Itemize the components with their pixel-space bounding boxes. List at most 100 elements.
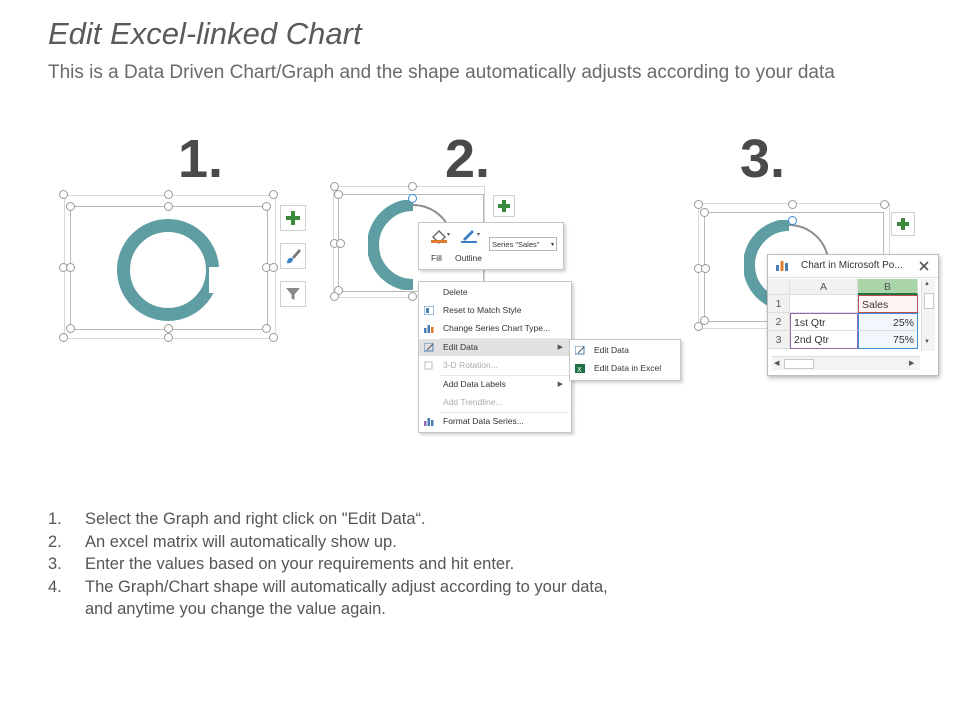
resize-handle[interactable] [700, 208, 709, 217]
resize-handle[interactable] [66, 202, 75, 211]
chart-elements-button[interactable] [280, 205, 306, 231]
scroll-up-icon[interactable]: ▲ [924, 281, 930, 287]
cell-a1[interactable] [790, 295, 858, 313]
scrollbar-thumb[interactable] [924, 293, 934, 309]
instruction-text: Select the Graph and right click on "Edi… [85, 510, 426, 528]
page-title: Edit Excel-linked Chart [48, 16, 362, 51]
chart-panel-2[interactable] [330, 182, 490, 301]
paint-bucket-icon: ▾ [431, 230, 450, 244]
donut-segment-teal [368, 244, 414, 290]
plus-icon [286, 211, 300, 225]
menu-item-reset-style[interactable]: Reset to Match Style [419, 302, 571, 319]
chevron-down-icon: ▾ [550, 242, 554, 248]
step-number-2: 2. [445, 129, 491, 189]
resize-handle[interactable] [408, 292, 417, 301]
close-icon[interactable] [919, 261, 929, 271]
step-number-1: 1. [178, 129, 224, 189]
submenu-arrow-icon: ▶ [557, 344, 563, 351]
menu-item-label: Edit Data in Excel [594, 363, 662, 373]
resize-handle[interactable] [59, 333, 68, 342]
menu-item-change-chart-type[interactable]: Change Series Chart Type... [419, 320, 571, 337]
scrollbar-thumb[interactable] [784, 359, 814, 369]
resize-handle[interactable] [269, 333, 278, 342]
resize-handle[interactable] [262, 324, 271, 333]
instructions-list: 1. Select the Graph and right click on "… [48, 508, 608, 621]
fill-button[interactable]: ▾ Fill [425, 226, 455, 266]
resize-handle[interactable] [269, 190, 278, 199]
edit-data-submenu: Edit Data X Edit Data in Excel [569, 339, 681, 381]
row-header[interactable]: 1 [768, 295, 790, 313]
column-header-b[interactable]: B [858, 279, 918, 295]
menu-item-label: Add Data Labels [443, 379, 506, 389]
edit-data-icon [575, 346, 585, 355]
submenu-item-edit-data[interactable]: Edit Data [570, 342, 680, 359]
chart-filters-button[interactable] [280, 281, 306, 307]
resize-handle[interactable] [269, 263, 278, 272]
excel-data-window: Chart in Microsoft Po... A B 1 Sales 2 1… [767, 254, 939, 376]
scroll-right-icon[interactable]: ▶ [909, 360, 915, 367]
instruction-number: 1. [48, 510, 62, 528]
donut-segment-gray [788, 224, 829, 259]
resize-handle[interactable] [880, 200, 889, 209]
horizontal-scrollbar[interactable]: ◀ ▶ [772, 356, 920, 370]
resize-handle[interactable] [700, 316, 709, 325]
row-header[interactable]: 2 [768, 313, 790, 331]
context-menu: Delete Reset to Match Style Change Serie… [418, 281, 572, 433]
chart-panel-1[interactable] [58, 190, 280, 342]
menu-item-add-data-labels[interactable]: Add Data Labels ▶ [419, 376, 571, 393]
resize-handle[interactable] [701, 264, 710, 273]
resize-handle[interactable] [788, 200, 797, 209]
cell-a2[interactable]: 1st Qtr [790, 313, 858, 331]
resize-handle[interactable] [694, 322, 703, 331]
resize-handle[interactable] [262, 202, 271, 211]
cell-b2[interactable]: 25% [858, 313, 918, 331]
resize-handle[interactable] [66, 263, 75, 272]
resize-handle[interactable] [694, 200, 703, 209]
menu-item-label: Format Data Series... [443, 416, 524, 426]
resize-handle[interactable] [59, 190, 68, 199]
menu-item-delete[interactable]: Delete [419, 284, 571, 301]
chart-styles-button[interactable] [280, 243, 306, 269]
filter-icon [286, 288, 300, 300]
submenu-item-edit-data-in-excel[interactable]: X Edit Data in Excel [570, 360, 680, 377]
page-subtitle: This is a Data Driven Chart/Graph and th… [48, 62, 835, 83]
resize-handle[interactable] [164, 324, 173, 333]
menu-separator [441, 375, 569, 376]
resize-handle[interactable] [330, 292, 339, 301]
instruction-text: An excel matrix will automatically show … [85, 532, 397, 551]
column-header-a[interactable]: A [790, 279, 858, 295]
menu-separator [441, 338, 569, 339]
donut-chart-1[interactable] [113, 215, 223, 325]
cell-a3[interactable]: 2nd Qtr [790, 331, 858, 349]
resize-handle[interactable] [164, 333, 173, 342]
menu-item-label: Edit Data [594, 345, 629, 355]
outline-button[interactable]: ▾ Outline [455, 226, 487, 266]
cell-b1[interactable]: Sales [858, 295, 918, 313]
series-select-value: Series "Sales" [492, 240, 540, 249]
chart-elements-button[interactable] [493, 195, 515, 217]
resize-handle[interactable] [66, 324, 75, 333]
reset-style-icon [424, 306, 434, 315]
donut-ring-teal [117, 219, 219, 321]
resize-handle[interactable] [408, 194, 417, 203]
resize-handle[interactable] [164, 190, 173, 199]
scroll-down-icon[interactable]: ▼ [924, 339, 930, 345]
vertical-scrollbar[interactable]: ▲ ▼ [921, 279, 935, 351]
resize-handle[interactable] [788, 216, 797, 225]
scroll-left-icon[interactable]: ◀ [774, 360, 780, 367]
cell-b3[interactable]: 75% [858, 331, 918, 349]
excel-grid: A B 1 Sales 2 1st Qtr 25% 3 2nd Qtr 75% [768, 279, 920, 355]
resize-handle[interactable] [334, 190, 343, 199]
chart-elements-button[interactable] [891, 212, 915, 236]
submenu-arrow-icon: ▶ [557, 381, 563, 388]
menu-item-format-data-series[interactable]: Format Data Series... [419, 413, 571, 430]
donut-ring-gap [130, 232, 206, 308]
resize-handle[interactable] [164, 202, 173, 211]
resize-handle[interactable] [408, 182, 417, 191]
svg-text:▾: ▾ [447, 231, 450, 238]
resize-handle[interactable] [336, 239, 345, 248]
menu-item-edit-data[interactable]: Edit Data ▶ [419, 339, 571, 356]
row-header[interactable]: 3 [768, 331, 790, 349]
series-select[interactable]: Series "Sales" ▾ [489, 237, 557, 251]
corner-cell[interactable] [768, 279, 790, 295]
